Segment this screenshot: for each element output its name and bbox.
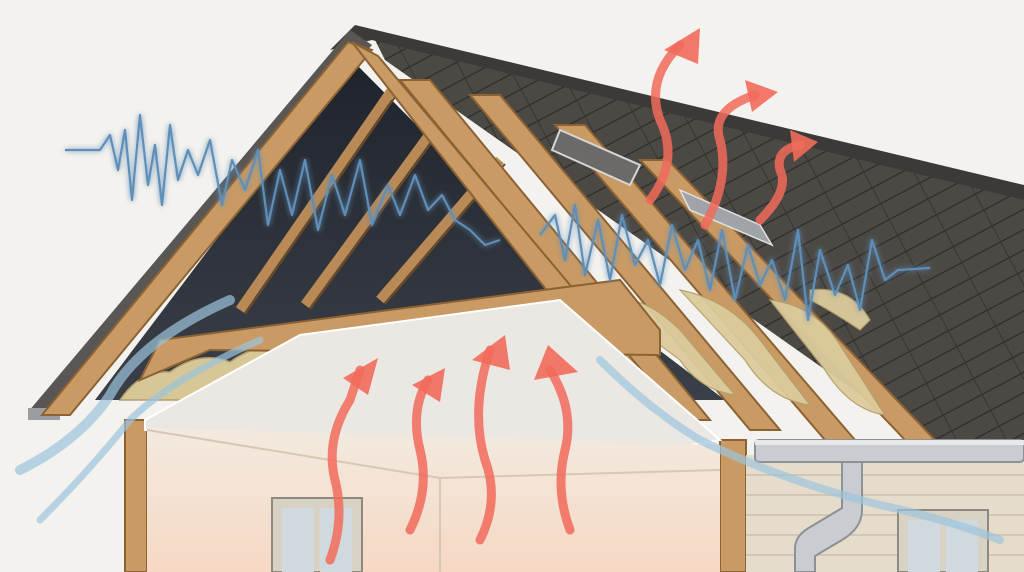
heat-arrowhead <box>745 80 778 112</box>
room-ceiling-line-left <box>146 429 441 479</box>
heat-arrowhead <box>472 335 510 370</box>
cold-air-draft <box>15 295 235 475</box>
downspout <box>794 461 863 572</box>
heat-rising-arrow <box>645 40 685 205</box>
sound-wave <box>65 113 501 247</box>
heat-rising-arrow <box>325 365 365 565</box>
left-wall-post <box>124 419 148 572</box>
roof-heat-arrowheads <box>664 28 818 162</box>
interior-room <box>147 428 720 572</box>
sound-wave <box>539 203 931 322</box>
heat-arrowhead <box>343 358 378 395</box>
heat-rising-arrow <box>545 365 575 535</box>
roof-heat-arrows <box>645 40 805 230</box>
cold-air-draft <box>596 356 1004 544</box>
heat-arrowhead <box>664 28 700 64</box>
heat-arrowhead <box>534 345 578 380</box>
gutter <box>754 439 1024 463</box>
heat-rising-arrow <box>405 375 433 535</box>
cold-air-drafts <box>15 295 1004 544</box>
heat-rising-arrow <box>700 90 760 230</box>
interior-heat-arrows <box>325 345 575 565</box>
heat-rising-arrow <box>755 140 805 225</box>
interior-window <box>271 497 363 572</box>
interior-heat-arrowheads <box>343 335 578 402</box>
ridge-cap <box>330 25 1024 200</box>
roof-vent-flap <box>678 188 774 247</box>
heat-rising-arrow <box>474 345 496 545</box>
roof-vent <box>550 128 642 187</box>
cold-air-draft <box>36 336 264 524</box>
heat-arrowhead <box>412 368 445 402</box>
sound-waves <box>65 113 931 322</box>
heat-arrowhead <box>790 130 818 162</box>
